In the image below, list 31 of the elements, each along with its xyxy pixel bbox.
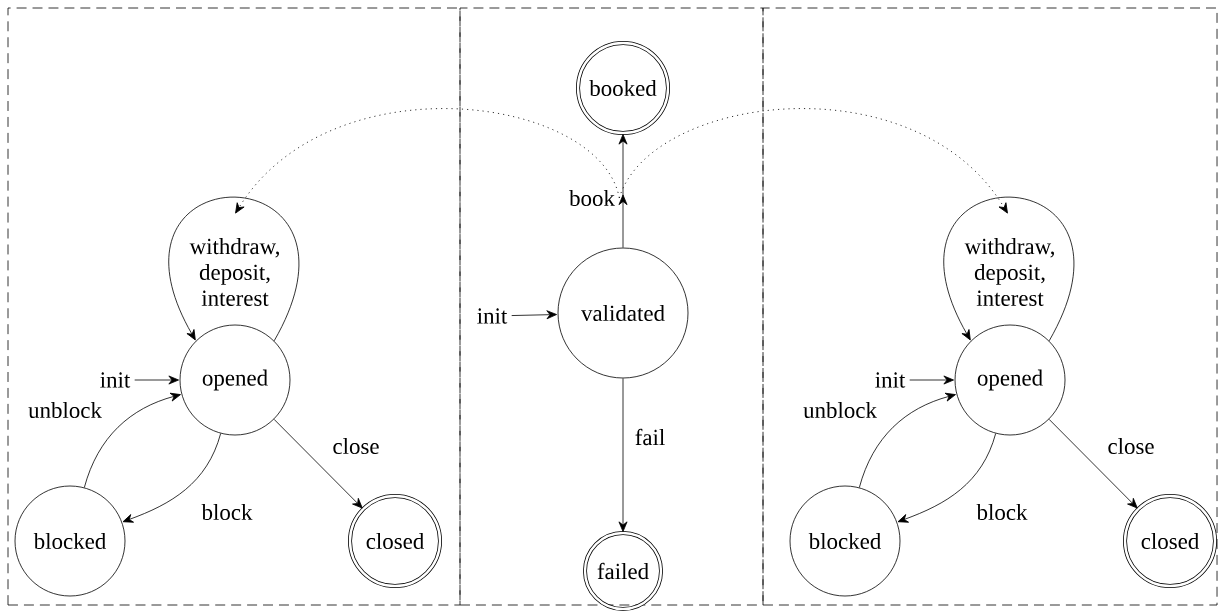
- start-label: init: [875, 372, 906, 388]
- start-label: init: [477, 308, 508, 324]
- dashed-panel: [7, 7, 461, 606]
- transition-arrow: [83, 392, 181, 488]
- self-loop-arrow: [943, 196, 1075, 342]
- dashed-panel: [459, 7, 764, 606]
- self-loop-arrow: [168, 196, 300, 342]
- edge-label: withdraw, deposit, interest: [964, 238, 1054, 306]
- edge-label: block: [974, 501, 1030, 523]
- transition-arrow: [897, 433, 997, 523]
- transition-arrow: [909, 375, 954, 385]
- transition-arrow: [618, 134, 628, 248]
- dotted-arrow: [618, 108, 1008, 214]
- edge-label: close: [1105, 435, 1157, 457]
- edge-label: fail: [632, 426, 668, 448]
- transition-arrow: [122, 433, 222, 523]
- transition-arrow: [618, 378, 628, 532]
- transition-arrow: [511, 310, 557, 320]
- edge-label: unblock: [801, 399, 879, 421]
- dotted-arrow: [235, 108, 620, 214]
- edge-label: unblock: [26, 399, 104, 421]
- start-label: book: [569, 189, 615, 207]
- start-label: init: [100, 372, 131, 388]
- edge-label: withdraw, deposit, interest: [189, 238, 279, 306]
- edge-label: block: [199, 501, 255, 523]
- transition-arrow: [858, 392, 956, 488]
- dashed-panel: [762, 7, 1218, 606]
- transition-arrow: [1048, 418, 1138, 509]
- edge-label: close: [330, 435, 382, 457]
- transition-arrow: [134, 375, 179, 385]
- transition-arrow: [273, 418, 363, 509]
